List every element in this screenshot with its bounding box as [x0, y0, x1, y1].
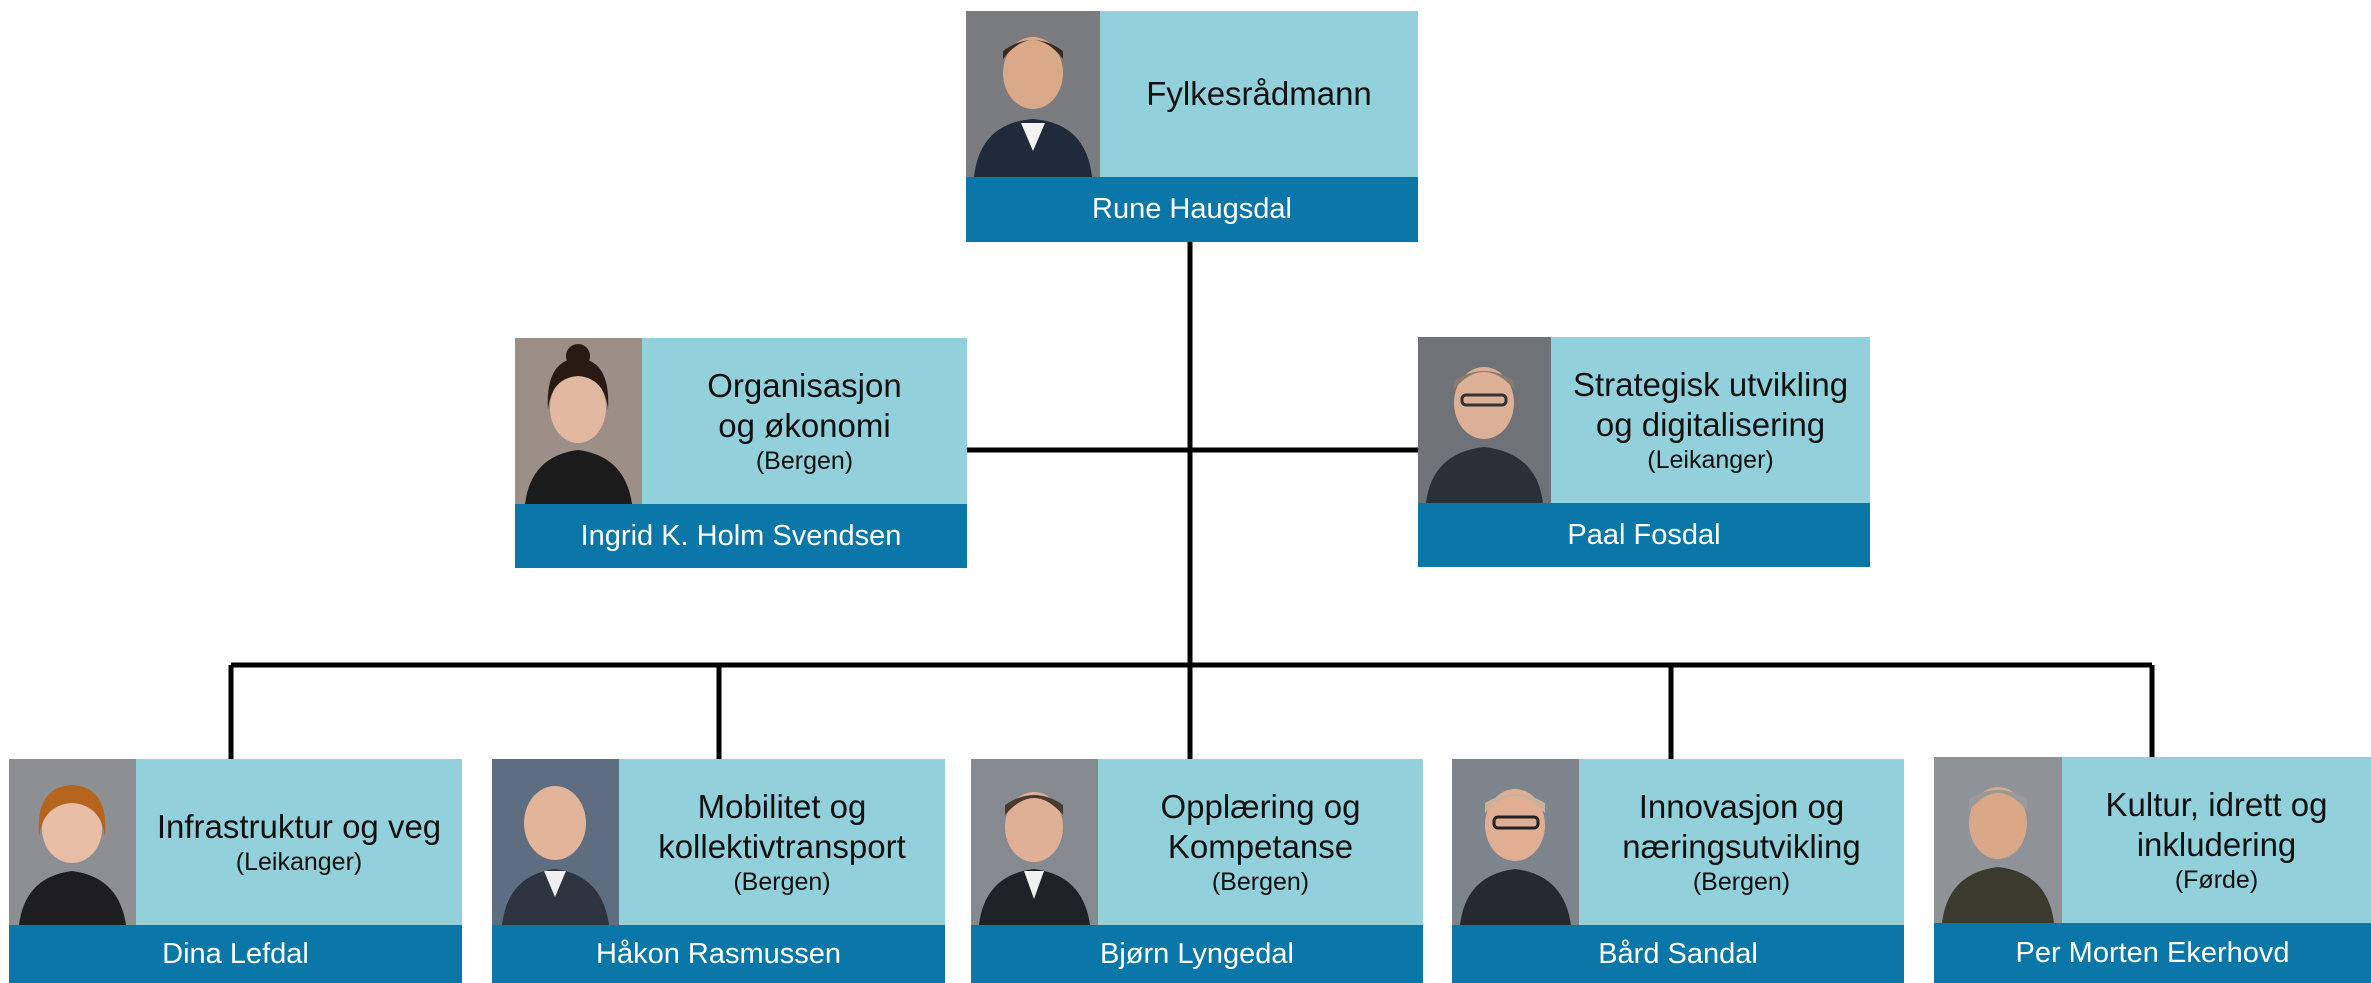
- org-box-organisasjon-og-okonomi: Organisasjon og økonomi (Bergen) Ingrid …: [515, 338, 967, 568]
- org-box-opplaering-og-kompetanse: Opplæring og Kompetanse (Bergen) Bjørn L…: [971, 759, 1423, 983]
- unit-title-block: Strategisk utvikling og digitalisering (…: [1551, 337, 1870, 503]
- title-panel: Opplæring og Kompetanse (Bergen): [971, 759, 1423, 925]
- unit-location: (Bergen): [755, 447, 854, 475]
- person-name: Håkon Rasmussen: [492, 925, 945, 983]
- title-panel: Fylkesrådmann: [966, 11, 1418, 177]
- unit-title-block: Mobilitet og kollektivtransport (Bergen): [619, 759, 945, 925]
- org-box-infrastruktur-og-veg: Infrastruktur og veg (Leikanger) Dina Le…: [9, 759, 462, 983]
- unit-title: Organisasjon og økonomi: [707, 367, 902, 444]
- title-panel: Kultur, idrett og inkludering (Førde): [1934, 757, 2371, 923]
- unit-title-block: Kultur, idrett og inkludering (Førde): [2062, 757, 2371, 923]
- unit-location: (Bergen): [1692, 868, 1791, 896]
- portrait-photo-icon: [492, 759, 619, 925]
- person-name: Bjørn Lyngedal: [971, 925, 1423, 983]
- title-panel: Strategisk utvikling og digitalisering (…: [1418, 337, 1870, 503]
- unit-location: (Bergen): [733, 868, 831, 896]
- unit-title: Innovasjon og næringsutvikling: [1622, 788, 1861, 865]
- unit-title: Opplæring og Kompetanse: [1160, 788, 1361, 865]
- title-panel: Innovasjon og næringsutvikling (Bergen): [1452, 759, 1904, 925]
- unit-title: Infrastruktur og veg: [156, 808, 442, 845]
- unit-location: (Bergen): [1211, 868, 1310, 896]
- person-name: Paal Fosdal: [1418, 503, 1870, 567]
- portrait-photo-icon: [1418, 337, 1551, 503]
- portrait-photo-icon: [1934, 757, 2062, 923]
- unit-title: Kultur, idrett og inkludering: [2105, 786, 2328, 863]
- person-name: Per Morten Ekerhovd: [1934, 923, 2371, 983]
- unit-title: Mobilitet og kollektivtransport: [658, 788, 906, 865]
- person-name: Ingrid K. Holm Svendsen: [515, 504, 967, 568]
- unit-title: Fylkesrådmann: [1146, 75, 1372, 112]
- unit-title-block: Opplæring og Kompetanse (Bergen): [1098, 759, 1423, 925]
- unit-location: (Førde): [2174, 866, 2259, 894]
- portrait-photo-icon: [515, 338, 642, 504]
- portrait-photo-icon: [971, 759, 1098, 925]
- title-panel: Mobilitet og kollektivtransport (Bergen): [492, 759, 945, 925]
- unit-title-block: Organisasjon og økonomi (Bergen): [642, 338, 967, 504]
- person-name: Rune Haugsdal: [966, 177, 1418, 242]
- person-name: Bård Sandal: [1452, 925, 1904, 983]
- person-name: Dina Lefdal: [9, 925, 462, 983]
- org-box-mobilitet-og-kollektivtransport: Mobilitet og kollektivtransport (Bergen)…: [492, 759, 945, 983]
- unit-title-block: Infrastruktur og veg (Leikanger): [136, 759, 462, 925]
- unit-location: (Leikanger): [1647, 446, 1774, 474]
- org-box-kultur-idrett-og-inkludering: Kultur, idrett og inkludering (Førde) Pe…: [1934, 757, 2371, 983]
- unit-title: Strategisk utvikling og digitalisering: [1572, 366, 1849, 443]
- org-box-fylkesradmann: Fylkesrådmann Rune Haugsdal: [966, 11, 1418, 242]
- title-panel: Organisasjon og økonomi (Bergen): [515, 338, 967, 504]
- title-panel: Infrastruktur og veg (Leikanger): [9, 759, 462, 925]
- portrait-photo-icon: [1452, 759, 1579, 925]
- org-box-strategisk-utvikling: Strategisk utvikling og digitalisering (…: [1418, 337, 1870, 567]
- unit-title-block: Fylkesrådmann: [1100, 11, 1418, 177]
- portrait-photo-icon: [966, 11, 1100, 177]
- org-box-innovasjon-og-naeringsutvikling: Innovasjon og næringsutvikling (Bergen) …: [1452, 759, 1904, 983]
- portrait-photo-icon: [9, 759, 136, 925]
- unit-title-block: Innovasjon og næringsutvikling (Bergen): [1579, 759, 1904, 925]
- unit-location: (Leikanger): [235, 848, 363, 876]
